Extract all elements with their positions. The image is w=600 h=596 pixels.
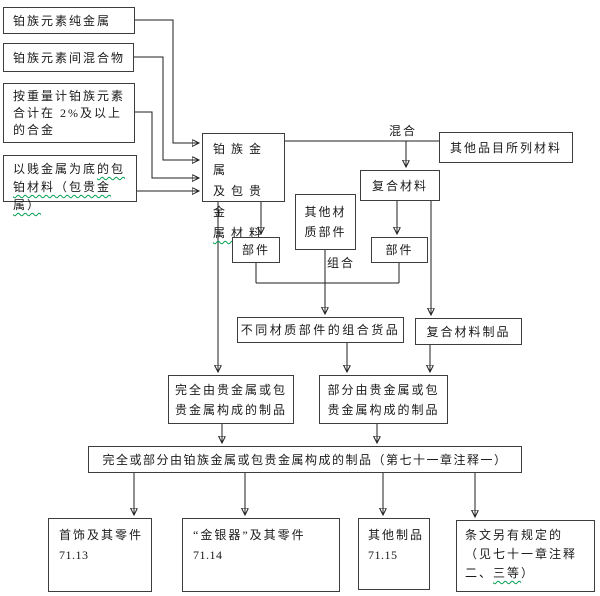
box-other-provisions-line3: 二、三等）: [465, 566, 536, 580]
box-pgm-materials-line2: 及包贵金: [213, 184, 268, 219]
box-other-material-parts-line1: 其他材: [304, 205, 347, 219]
box-wholly-precious-line2: 贵金属构成的制品: [174, 402, 287, 417]
box-wholly-precious-line1: 完全由贵金属或包: [174, 382, 287, 397]
box-clad-platinum-line2: 铂材料（包贵金属）: [13, 180, 112, 212]
box-other-articles-7115: 其他制品 71.15: [358, 518, 430, 590]
box-wide-result: 完全或部分由铂族金属或包贵金属构成的制品（第七十一章注释一）: [88, 446, 522, 473]
box-goldsmith-line1: “金银器”及其零件: [193, 528, 306, 542]
box-wide-result-text: 完全或部分由铂族金属或包贵金属构成的制品（第七十一章注释一）: [102, 452, 508, 467]
box-composite-products: 复合材料制品: [415, 318, 522, 345]
box-other-material-parts-line2: 质部件: [304, 225, 347, 239]
box-pure-platinum-metal: 铂族元素纯金属: [3, 7, 135, 34]
box-goldsmith-code: 71.14: [193, 548, 223, 562]
box-other-heading-materials-text: 其他品目所列材料: [449, 140, 562, 155]
box-parts-left-text: 部件: [241, 243, 270, 257]
box-jewellery-7113: 首饰及其零件 71.13: [48, 518, 152, 592]
box-composite-materials: 复合材料: [360, 170, 440, 201]
box-other-articles-line1: 其他制品: [368, 528, 425, 542]
box-platinum-alloy-line2: 合计在 2%及以上: [13, 106, 122, 120]
box-combined-goods: 不同材质部件的组合货品: [237, 317, 404, 343]
spellcheck-squiggle: 的包: [97, 162, 126, 176]
box-goldsmith-7114: “金银器”及其零件 71.14: [182, 518, 340, 592]
box-jewellery-code: 71.13: [59, 548, 89, 562]
box-pure-platinum-metal-text: 铂族元素纯金属: [13, 13, 112, 28]
box-combined-goods-text: 不同材质部件的组合货品: [240, 323, 401, 337]
box-other-material-parts: 其他材 质部件: [295, 194, 356, 250]
box-partly-precious: 部分由贵金属或包 贵金属构成的制品: [319, 375, 448, 424]
box-platinum-mixtures: 铂族元素间混合物: [3, 43, 134, 72]
box-other-provisions: 条文另有规定的 （见七十一章注释 二、三等）: [456, 520, 595, 592]
box-jewellery-line1: 首饰及其零件: [59, 528, 144, 542]
box-other-provisions-line1: 条文另有规定的: [465, 528, 564, 542]
spellcheck-squiggle: 三等: [493, 566, 522, 580]
box-composite-products-text: 复合材料制品: [426, 324, 511, 339]
box-platinum-alloy-line1: 按重量计铂族元素: [13, 89, 126, 103]
box-clad-platinum-material: 以贱金属为底的包 铂材料（包贵金属）: [3, 155, 137, 212]
label-mix: 混合: [388, 122, 419, 139]
box-pgm-materials-line1: 铂族金属: [213, 142, 268, 177]
box-platinum-alloy: 按重量计铂族元素 合计在 2%及以上 的合金: [3, 83, 135, 143]
box-parts-left: 部件: [232, 237, 280, 263]
box-other-articles-code: 71.15: [368, 548, 398, 562]
box-composite-materials-text: 复合材料: [371, 178, 428, 193]
box-pgm-materials-line3: 属材料: [213, 226, 268, 240]
box-other-heading-materials: 其他品目所列材料: [439, 132, 573, 163]
label-combine: 组合: [326, 254, 357, 271]
box-other-provisions-line2: （见七十一章注释: [465, 547, 578, 561]
box-platinum-alloy-line3: 的合金: [13, 123, 56, 137]
box-parts-right: 部件: [371, 237, 428, 263]
box-pgm-materials: 铂族金属 及包贵金 属材料: [202, 133, 285, 240]
box-parts-right-text: 部件: [385, 243, 414, 257]
box-platinum-mixtures-text: 铂族元素间混合物: [13, 50, 126, 65]
box-partly-precious-line2: 贵金属构成的制品: [327, 402, 440, 417]
box-wholly-precious: 完全由贵金属或包 贵金属构成的制品: [168, 375, 294, 424]
box-clad-platinum-line1: 以贱金属为底的包: [13, 162, 126, 176]
box-partly-precious-line1: 部分由贵金属或包: [327, 382, 440, 397]
